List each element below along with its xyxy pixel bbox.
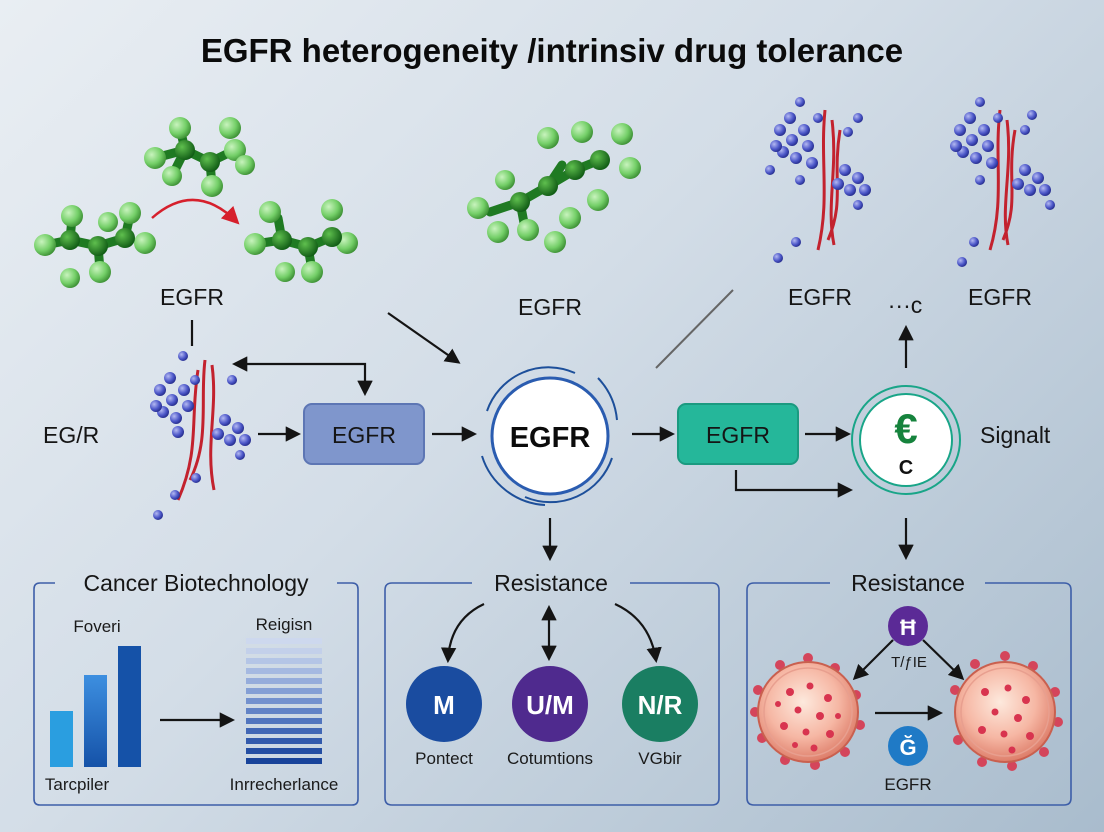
panel-right-title: Resistance: [851, 570, 965, 596]
circle-nr: [622, 666, 698, 742]
bidirectional-arrow: [231, 356, 373, 397]
panel-cancer-biotechnology: [33, 582, 359, 806]
egfr-box-1: [303, 403, 425, 465]
protein-cluster-top-2: [950, 97, 1055, 267]
connector-label: ···c: [888, 292, 922, 318]
molecule-label-1: EGFR: [160, 284, 224, 310]
panel-left-title: Cancer Biotechnology: [83, 570, 309, 596]
circle-um-label: Cotumtions: [507, 749, 593, 768]
arrow-to-cell-right: [922, 639, 965, 681]
arrow-to-center: [387, 312, 461, 364]
green-molecule-4: [467, 121, 641, 253]
panel-left-label-bottom-right: Inrrecherlance: [230, 775, 339, 794]
egfr-box-2: [677, 403, 799, 465]
circle-nr-label: VGbir: [638, 749, 682, 768]
top-node-glyph: Ħ: [900, 615, 916, 640]
panel-middle-title: Resistance: [494, 570, 608, 596]
arrow-to-circle-nr: [614, 602, 662, 664]
molecule-label-4: EGFR: [968, 284, 1032, 310]
protein-cluster-left: [150, 351, 251, 520]
top-node-icon: [888, 606, 928, 646]
panel-left-label-top-left: Foveri: [73, 617, 120, 636]
green-molecule-2: [34, 202, 156, 288]
euro-icon: €: [894, 405, 917, 452]
cancer-cell-right: [950, 651, 1063, 771]
molecule-label-3: EGFR: [788, 284, 852, 310]
circle-um: [512, 666, 588, 742]
cancer-cell-left: [750, 653, 865, 770]
row-left-label: EG/R: [43, 422, 99, 448]
bar-chart-icon: [50, 646, 141, 767]
euro-node: [851, 385, 961, 495]
panel-left-label-top-right: Reigisn: [256, 615, 313, 634]
bypass-arrow: [734, 470, 854, 498]
molecule-label-2: EGFR: [518, 294, 582, 320]
bottom-node-label: EGFR: [884, 775, 931, 794]
stripe-gradient-icon: [246, 638, 322, 764]
egfr-center-label: EGFR: [510, 422, 591, 454]
green-molecule-1: [144, 117, 255, 197]
protein-cluster-top-1: [765, 97, 871, 263]
diagram-title: EGFR heterogeneity /intrinsiv drug toler…: [201, 32, 903, 69]
panel-resistance-right: [746, 582, 1072, 806]
bottom-node-glyph: Ğ: [899, 735, 916, 760]
panel-resistance-middle: [384, 582, 720, 806]
circle-m-text: M: [433, 690, 455, 720]
diagonal-connector: [655, 289, 734, 369]
arrow-to-circle-m: [440, 603, 485, 664]
circle-m-label: Pontect: [415, 749, 473, 768]
bottom-node-icon: [888, 726, 928, 766]
arrow-to-cell-left: [852, 639, 894, 681]
signal-label: Signalt: [980, 422, 1051, 448]
euro-sub-label: C: [899, 457, 913, 479]
egfr-center-node: [481, 366, 618, 506]
egfr-box-2-label: EGFR: [706, 422, 770, 448]
top-node-label: T/ƒIE: [891, 654, 927, 671]
red-reaction-arrow: [151, 198, 240, 225]
egfr-box-1-label: EGFR: [332, 422, 396, 448]
circle-nr-text: N/R: [638, 690, 683, 720]
circle-um-text: U/M: [526, 690, 574, 720]
panel-left-label-bottom-left: Tarcpiler: [45, 775, 110, 794]
green-molecule-3: [244, 199, 358, 283]
circle-m: [406, 666, 482, 742]
